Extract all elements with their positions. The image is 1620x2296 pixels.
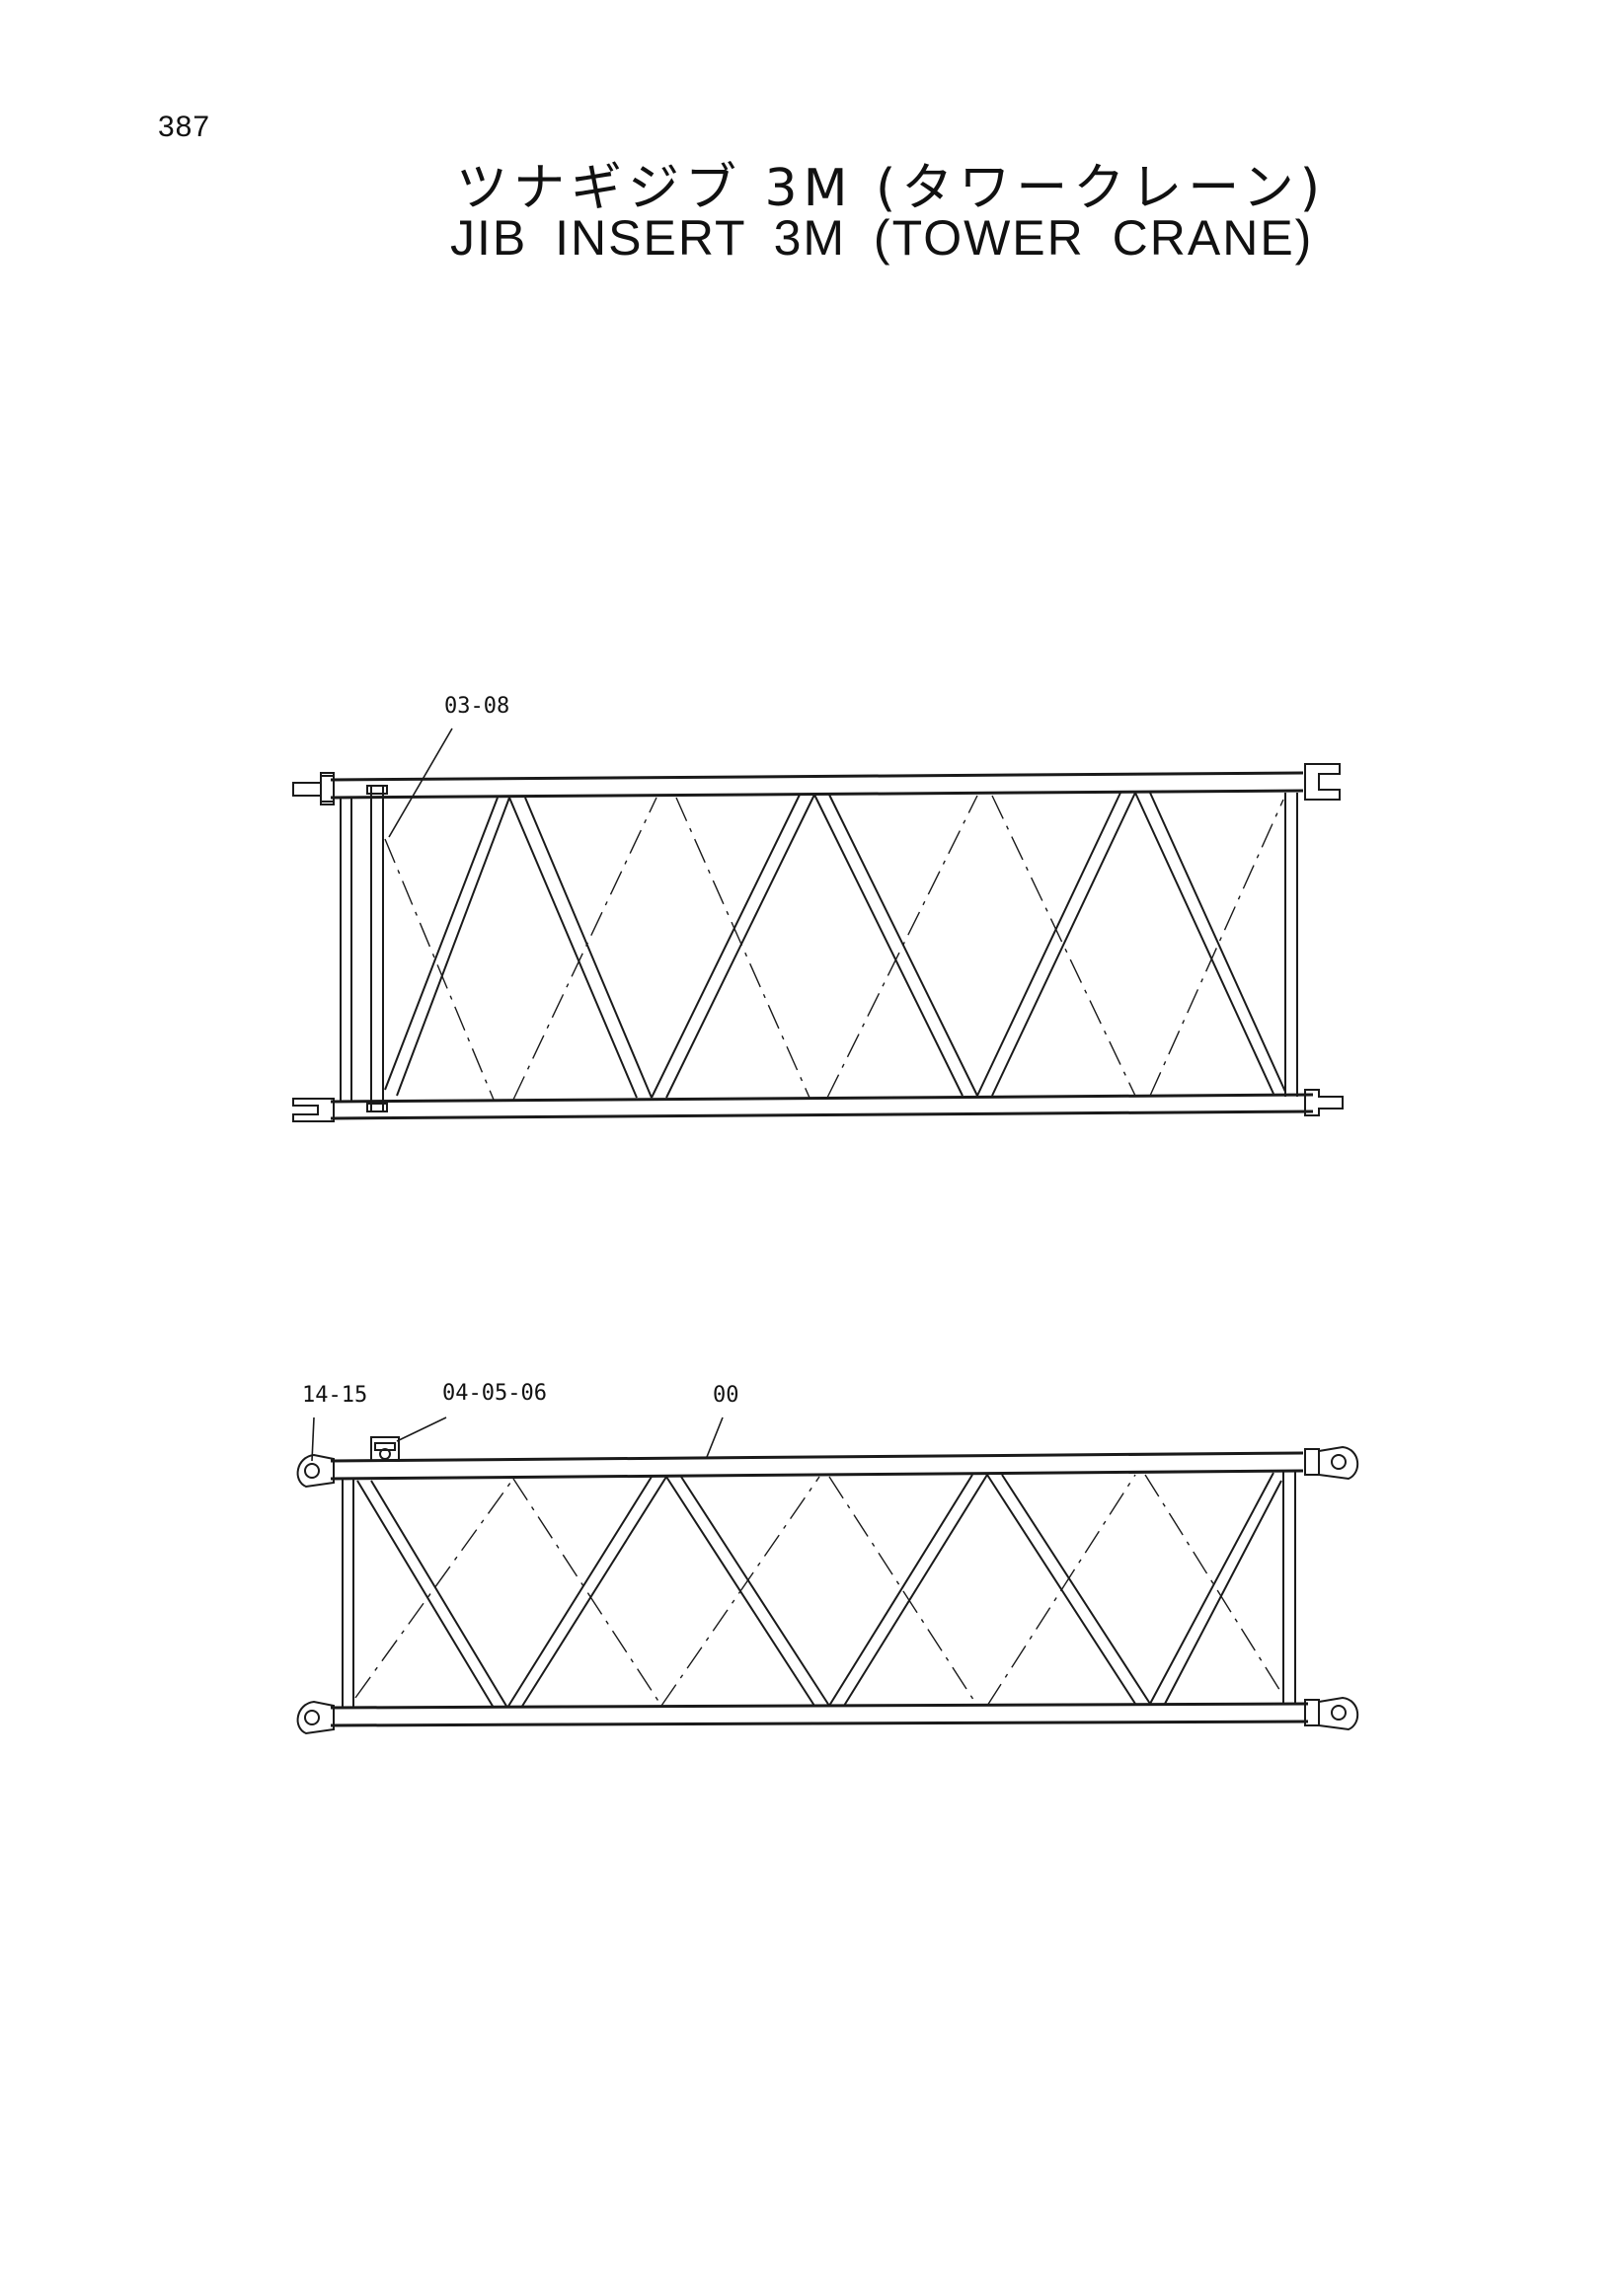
leader-03-08 [388, 727, 453, 838]
leader-14-15 [311, 1416, 315, 1462]
title-english: JIB INSERT 3M (TOWER CRANE) [450, 210, 1314, 266]
callout-00: 00 [713, 1383, 739, 1408]
leader-00 [706, 1416, 724, 1458]
callout-14-15: 14-15 [302, 1383, 367, 1408]
side-view-lattice [296, 1436, 1358, 1735]
title-japanese: ツナギジブ 3M (タワークレーン) [456, 159, 1326, 218]
top-view-lattice [292, 763, 1344, 1122]
callout-04-05-06: 04-05-06 [442, 1381, 547, 1406]
page-number: 387 [158, 111, 211, 143]
callout-03-08: 03-08 [444, 694, 509, 719]
leader-04-05-06 [396, 1416, 447, 1442]
